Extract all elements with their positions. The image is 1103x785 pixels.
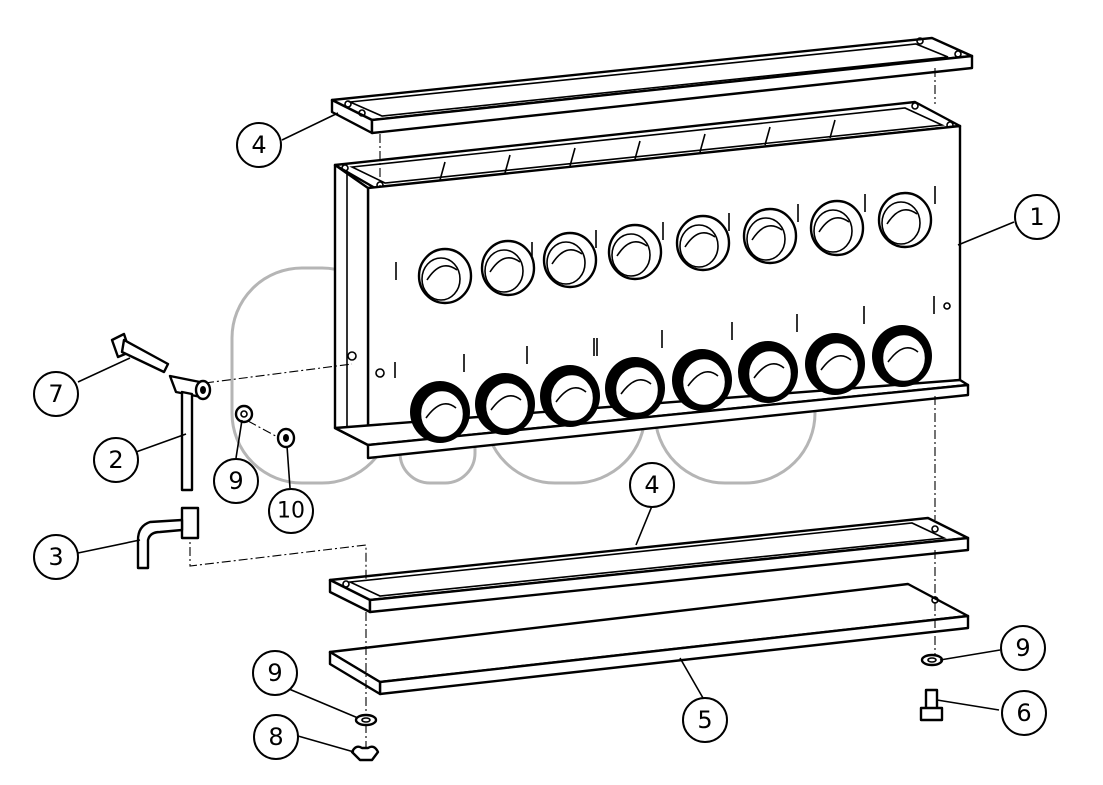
nut-part-10 [276, 427, 296, 449]
upper-ports [395, 186, 936, 305]
callout-9-handle: 9 [213, 458, 259, 504]
callout-2: 2 [93, 437, 139, 483]
callout-5: 5 [682, 697, 728, 743]
bolt-part-6 [919, 688, 944, 722]
callout-4-bottom-label: 4 [644, 471, 659, 499]
assembly-lines [189, 68, 936, 750]
callout-4-top-label: 4 [251, 131, 266, 159]
callout-4-bottom: 4 [629, 462, 675, 508]
callout-10-label: 10 [277, 499, 305, 524]
callout-8-label: 8 [268, 723, 283, 751]
elbow-part-3 [136, 506, 200, 570]
callout-7: 7 [33, 371, 79, 417]
lower-ports [394, 296, 935, 443]
top-frame-part-4 [330, 36, 974, 135]
bottom-channel-part-5 [328, 582, 970, 696]
callout-2-label: 2 [108, 446, 123, 474]
callout-5-label: 5 [697, 706, 712, 734]
callout-1: 1 [1014, 194, 1060, 240]
callout-6-label: 6 [1016, 699, 1031, 727]
callout-9-bottom-right-label: 9 [1015, 634, 1030, 662]
handle-part-2 [168, 374, 212, 492]
wing-nut-part-8 [350, 745, 380, 762]
callout-9-bottom-right: 9 [1000, 625, 1046, 671]
bottom-frame-part-4 [328, 516, 970, 614]
callout-6: 6 [1001, 690, 1047, 736]
callout-9-handle-label: 9 [228, 467, 243, 495]
callout-7-label: 7 [48, 380, 63, 408]
callout-9-bottom-left: 9 [252, 650, 298, 696]
callout-4-top: 4 [236, 122, 282, 168]
callout-3: 3 [33, 534, 79, 580]
callout-9-bottom-left-label: 9 [267, 659, 282, 687]
callout-10: 10 [268, 488, 314, 534]
bolt-part-7 [110, 332, 170, 374]
washer-part-9-handle [234, 404, 254, 424]
callout-3-label: 3 [48, 543, 63, 571]
main-body-part-1 [333, 100, 970, 460]
leader-lines [77, 112, 1015, 753]
callout-1-label: 1 [1029, 203, 1044, 231]
washer-part-9-bottom-right [920, 653, 944, 667]
washer-part-9-bottom-left [354, 713, 378, 727]
callout-8: 8 [253, 714, 299, 760]
